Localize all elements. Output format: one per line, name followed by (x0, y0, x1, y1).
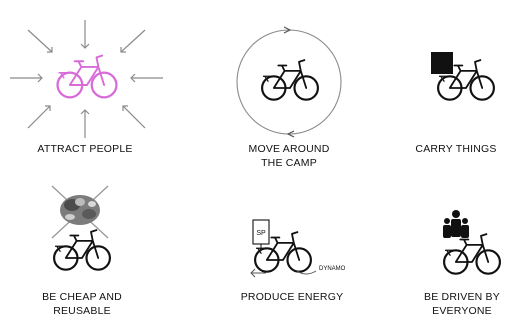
bicycle-dynamo-icon (254, 231, 312, 273)
label-carry: CARRY THINGS (415, 143, 497, 155)
dynamo-arrow-icon (296, 270, 317, 275)
label-attract: ATTRACT PEOPLE (37, 143, 133, 155)
bicycle-circle-icon (261, 59, 319, 101)
panel-label: SP (256, 230, 266, 237)
bicycle-scrap-icon (53, 229, 111, 271)
dynamo-label: DYNAMO (319, 266, 346, 272)
bicycle-attract-icon (56, 54, 118, 99)
scrap-pile-icon (51, 185, 109, 239)
energy-icon-group: SP DYNAMO (250, 219, 346, 278)
attract-icon-group (10, 20, 163, 138)
bicycle-people-icon (443, 233, 501, 275)
energy-arrow-left-icon (250, 268, 266, 278)
loop-arrow-bottom-icon (286, 130, 295, 138)
cheap-icon-group (51, 185, 111, 271)
label-cheap: BE CHEAP AND REUSABLE (42, 291, 122, 317)
move-icon-group (236, 26, 342, 138)
label-move: MOVE AROUND THE CAMP (248, 143, 330, 169)
driven-icon-group (443, 210, 501, 275)
loop-arrow-top-icon (283, 26, 292, 34)
box-icon (431, 52, 453, 74)
label-driven: BE DRIVEN BY EVERYONE (424, 291, 500, 317)
label-energy: PRODUCE ENERGY (240, 291, 344, 303)
carry-icon-group (431, 52, 495, 101)
loop-circle (236, 29, 342, 135)
attract-arrows (10, 20, 163, 138)
people-group-icon (443, 210, 469, 238)
